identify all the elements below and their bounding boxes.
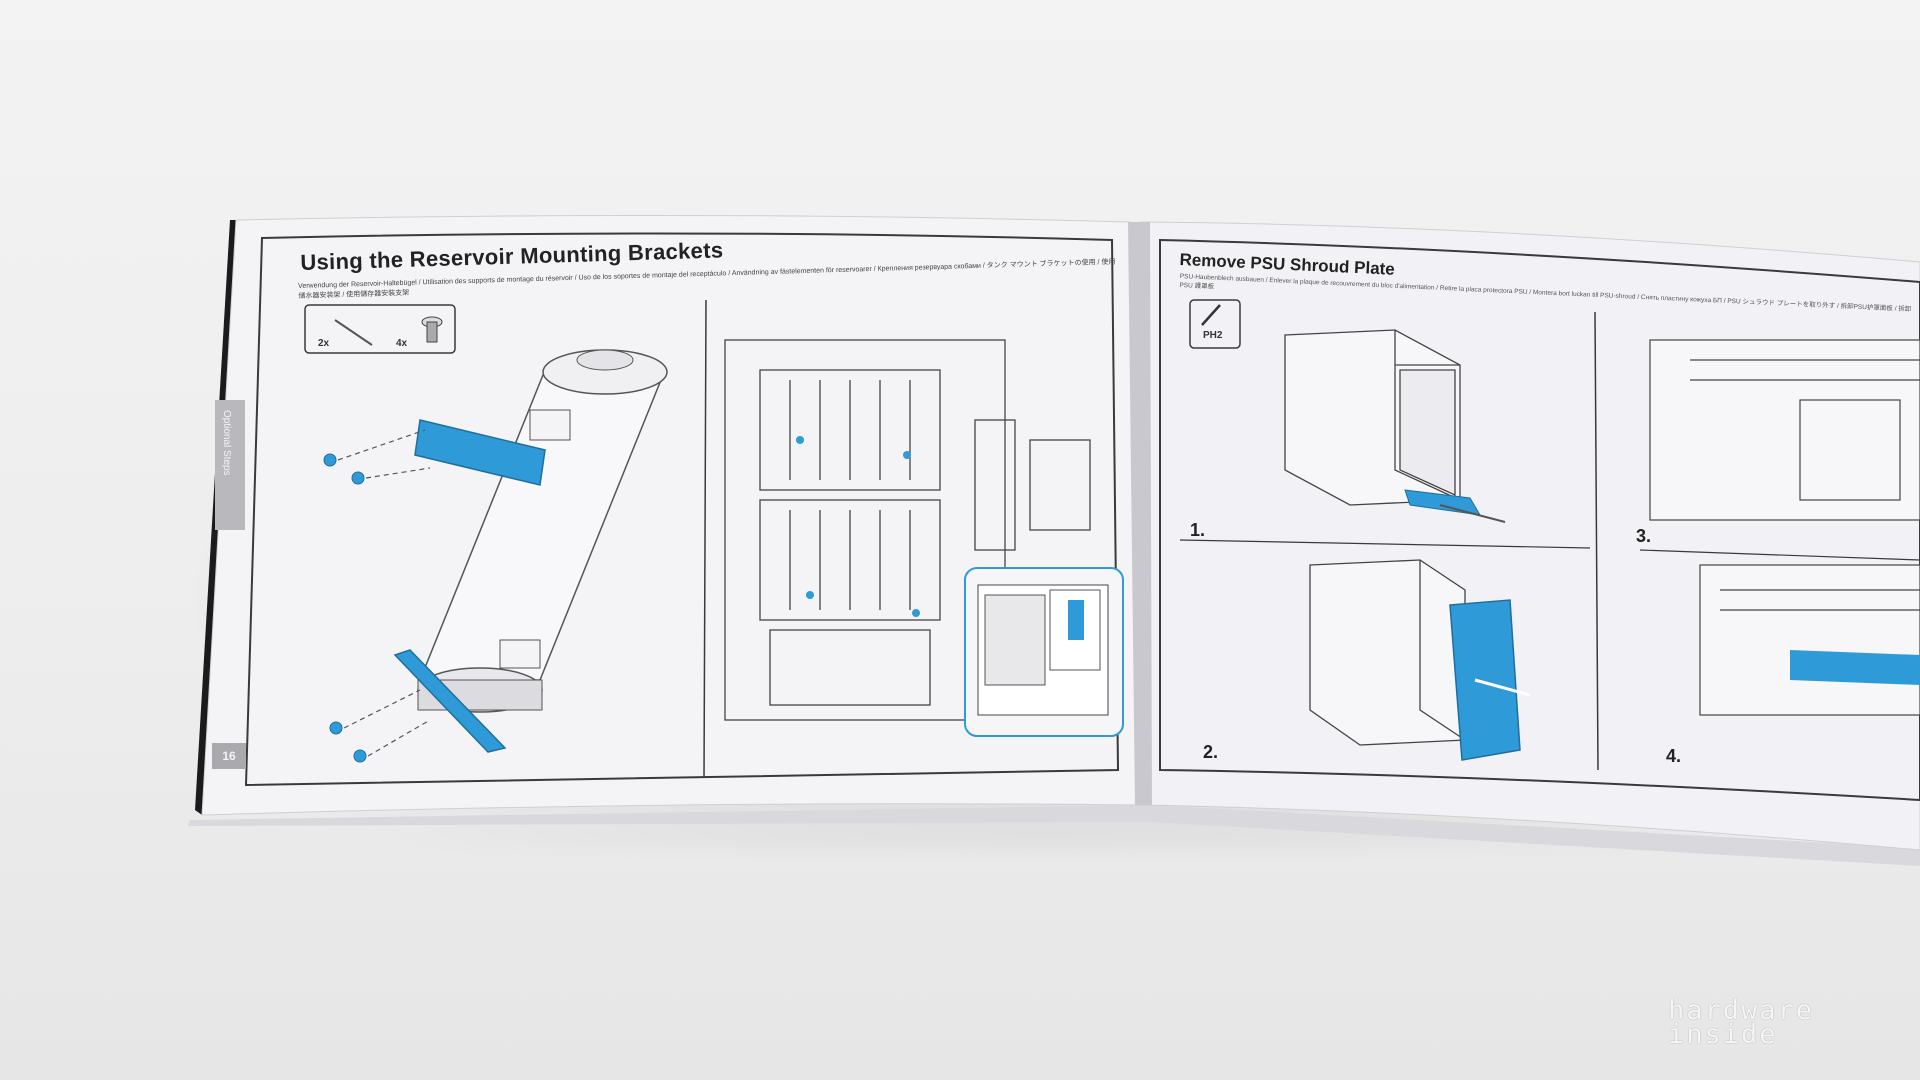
case-inset-illustration xyxy=(964,567,1124,737)
bracket-bottom-icon xyxy=(393,649,507,753)
screw-part-icon xyxy=(421,316,443,343)
page-number: 16 xyxy=(212,743,246,769)
left-frame xyxy=(244,232,1120,787)
psu-step4-illustration xyxy=(1699,564,1920,716)
watermark-logo: hardware inside xyxy=(1668,995,1815,1050)
psu-step3-illustration xyxy=(1649,339,1920,521)
step-4-number: 4. xyxy=(1666,746,1682,766)
step-2-number: 2. xyxy=(1203,742,1219,762)
side-tab-label: Optional Steps xyxy=(221,410,232,476)
psu-step2-illustration xyxy=(1309,559,1466,746)
step-1-number: 1. xyxy=(1190,520,1206,540)
psu-step1-illustration xyxy=(1284,329,1461,506)
reservoir-illustration xyxy=(417,349,668,713)
booklet-page-stack xyxy=(188,805,1920,866)
screws-group xyxy=(323,453,367,763)
part-qty-1: 2x xyxy=(318,338,330,349)
tool-label: PH2 xyxy=(1203,330,1223,341)
parts-box xyxy=(304,304,456,354)
step-3-number: 3. xyxy=(1636,526,1652,546)
case-panel-screws xyxy=(796,436,920,617)
right-frame xyxy=(1159,238,1920,802)
tool-box xyxy=(1189,299,1241,349)
watermark-line-1: hardware xyxy=(1668,995,1815,1026)
case-panel-illustration xyxy=(724,339,1091,721)
part-qty-2: 4x xyxy=(396,338,408,349)
bracket-top-icon xyxy=(414,419,546,486)
spine-shadow xyxy=(1128,222,1152,805)
side-tab: Optional Steps xyxy=(215,400,245,530)
watermark-line-2: inside xyxy=(1668,1019,1778,1050)
